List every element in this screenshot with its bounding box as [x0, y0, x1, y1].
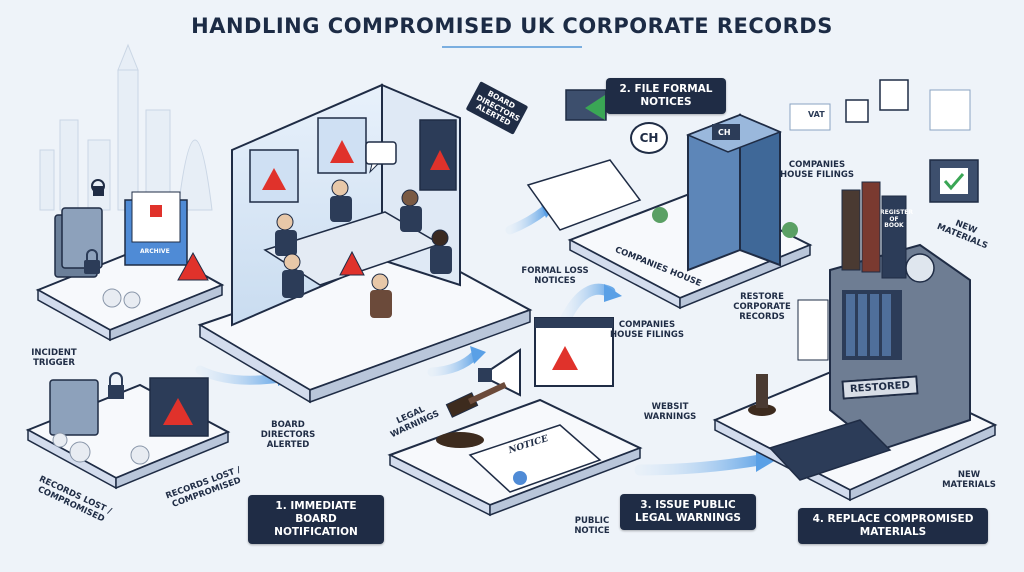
step-4-badge: 4. REPLACE COMPROMISED MATERIALS	[798, 508, 988, 545]
formal-loss-notices-label: FORMAL LOSS NOTICES	[521, 266, 589, 287]
london-skyline	[39, 43, 213, 211]
title-underline	[442, 46, 582, 48]
page-title: HANDLING COMPROMISED UK CORPORATE RECORD…	[191, 14, 833, 38]
ch-bubble: CH	[630, 122, 668, 154]
vat-text: VAT	[808, 110, 825, 119]
companies-house-platform	[526, 89, 813, 310]
legal-warnings-platform	[387, 317, 643, 517]
companies-house-filings-top-label: COMPANIES HOUSE FILINGS	[780, 160, 854, 181]
step-1-badge: 1. IMMEDIATE BOARD NOTIFICATION	[248, 495, 384, 545]
public-notice-label: PUBLIC NOTICE	[574, 516, 610, 537]
incident-trigger-label: INCIDENT TRIGGER	[31, 348, 77, 369]
building-ch-sign: CH	[718, 128, 731, 137]
restore-platform	[712, 79, 998, 502]
records-lost-platform	[25, 372, 231, 490]
step-2-badge: 2. FILE FORMAL NOTICES	[606, 78, 726, 115]
restore-corporate-records-label: RESTORE CORPORATE RECORDS	[733, 292, 791, 323]
boardroom-platform	[197, 83, 533, 404]
archive-text: ARCHIVE	[140, 248, 170, 255]
website-warnings-label: WEBSIT WARNINGS	[643, 402, 697, 423]
new-materials-bottom-label: NEW MATERIALS	[942, 470, 996, 491]
companies-house-filings-mid-label: COMPANIES HOUSE FILINGS	[610, 320, 684, 341]
incident-platform	[35, 179, 225, 342]
step-3-badge: 3. ISSUE PUBLIC LEGAL WARNINGS	[620, 494, 756, 531]
board-directors-alerted-label: BOARD DIRECTORS ALERTED	[260, 420, 316, 451]
register-book-text: REGISTER OF BOOK	[880, 209, 914, 230]
